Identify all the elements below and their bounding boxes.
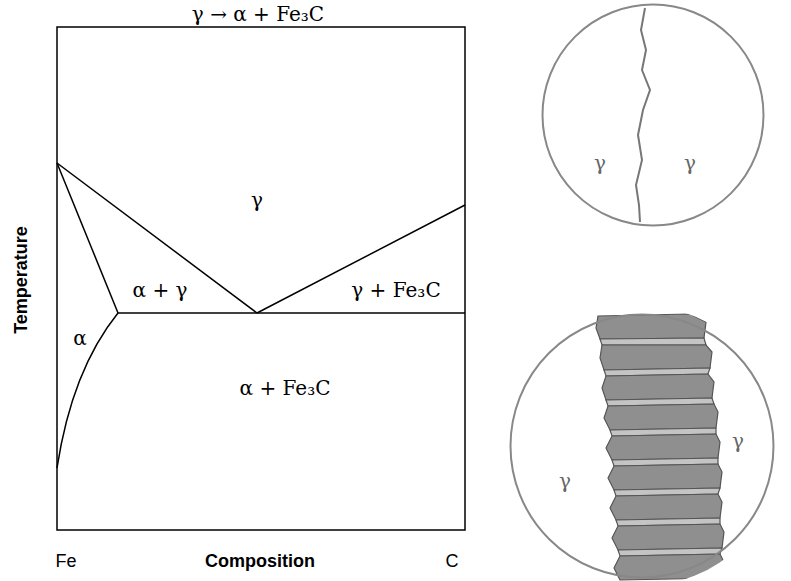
pearlite-band [596,314,724,580]
phase-boundary [257,205,465,313]
chart-frame [57,27,465,530]
ferrite-cell [608,464,722,490]
micrograph-circle: γγ [509,313,775,579]
axis-title: Composition [205,552,315,572]
ferrite-cell [606,434,720,460]
ferrite-cell [604,404,718,430]
phase-label: γ [732,430,744,452]
axis-end-label: Fe [55,552,76,572]
axis-title: Temperature [12,226,32,334]
ferrite-cell [610,494,722,520]
phase-label: γ [594,152,606,174]
phase-label: γ [251,189,263,211]
grain-boundary [636,8,650,222]
circle-outline [543,5,764,226]
phase-label: α + Fe₃C [240,377,331,399]
phase-diagram [57,27,465,530]
ferrite-cell [600,345,712,370]
phase-boundary [57,313,118,468]
ferrite-cell [612,524,724,550]
eutectoid-line [118,312,465,314]
phase-label: α [73,327,87,349]
micrograph-circle: γγ [541,3,765,227]
phase-boundary [57,163,257,313]
axis-end-label: C [446,552,459,572]
phase-label: γ [684,152,696,174]
circle-outline [541,3,765,227]
cementite-layer [600,338,706,345]
ferrite-cell [602,374,714,400]
phase-label: γ + Fe₃C [351,279,440,301]
circle-outline [511,315,774,578]
diagram-title: γ → α + Fe₃C [192,3,324,25]
phase-label: α + γ [133,279,188,301]
phase-boundary [57,163,118,313]
phase-label: γ [559,470,571,492]
